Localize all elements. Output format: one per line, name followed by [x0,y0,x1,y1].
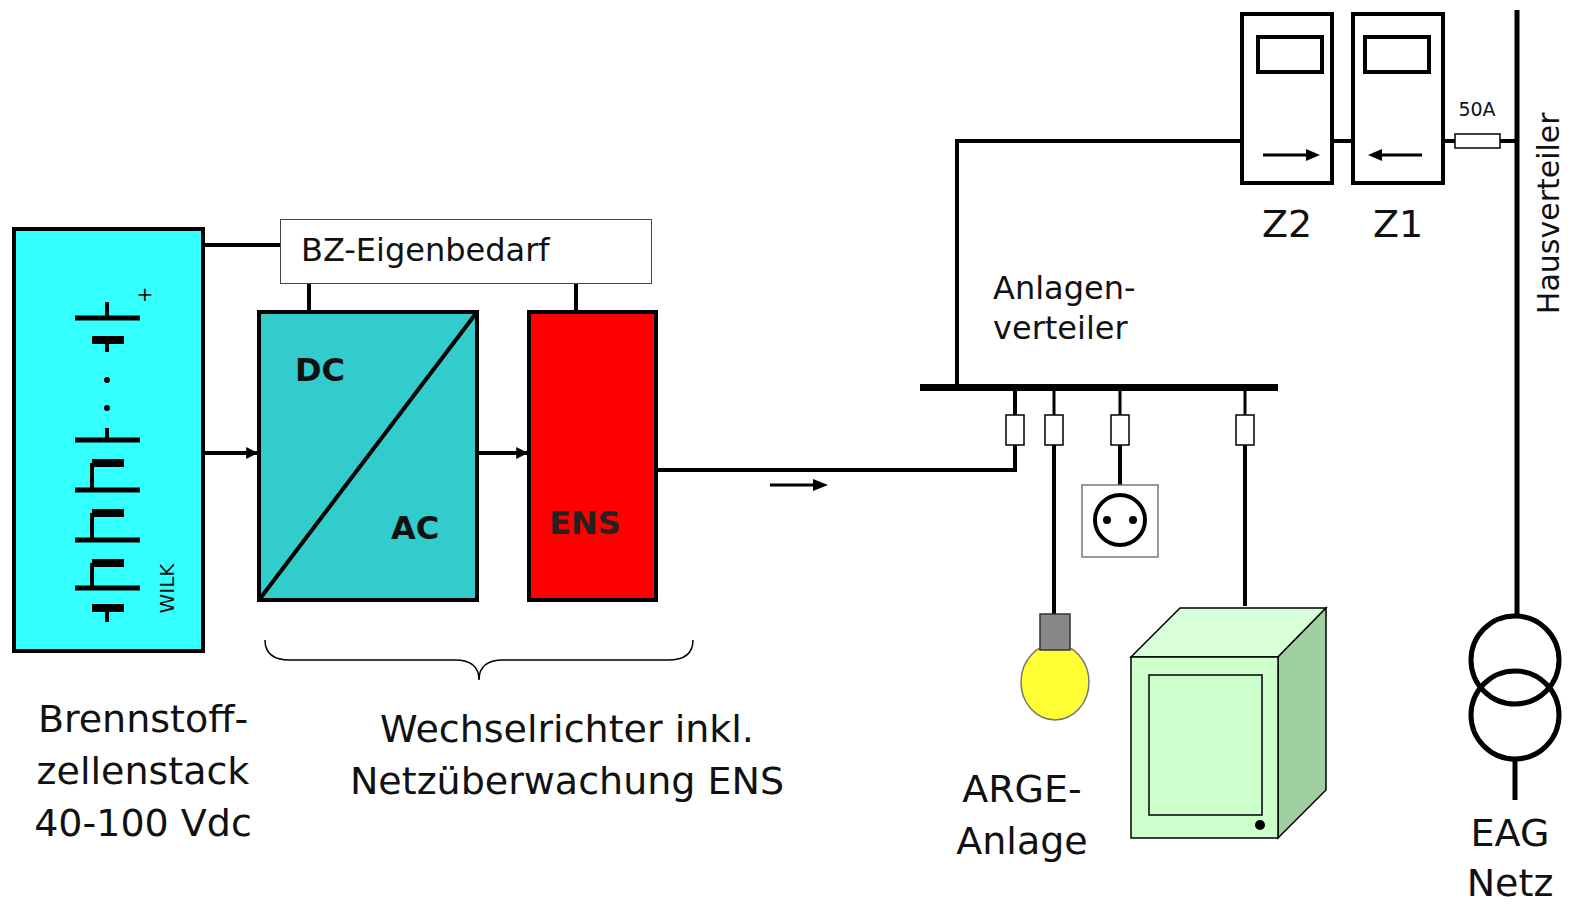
connector [205,451,257,455]
bulb-cap [1040,614,1070,650]
busbar-label: Hausverteiler [1532,112,1567,314]
computer-side [1278,608,1326,838]
socket-symbol [1082,485,1158,557]
transformer-symbol [1471,671,1559,759]
fuel-cell-stack: WILKBrennstoff- zellenstack 40-100 Vdc [12,227,205,653]
socket-symbol [1095,495,1145,545]
group-label: Wechselrichter inkl. Netzüberwachung ENS [307,703,827,807]
meter-display [1258,37,1322,72]
fuse-symbol [1045,415,1063,445]
node-title: AC [391,510,439,547]
busbar [920,384,1278,391]
auxiliary-box: BZ-Eigenbedarf [280,219,652,284]
connector [1334,139,1351,143]
connector [574,284,578,310]
inverter-box: DC AC [257,310,479,602]
grid-label: EAG Netz [1449,808,1571,908]
fuse-symbol [1006,415,1024,445]
socket-pin [1129,516,1137,524]
wire [957,141,1240,387]
computer-screen [1149,675,1262,815]
meter-arrow [1368,149,1382,161]
meter-arrow [1380,154,1422,157]
wire [1244,390,1247,415]
bulb-symbol [1021,644,1089,720]
device-label: ARGE- Anlage [927,763,1117,867]
node-title: BZ-Eigenbedarf [301,232,550,269]
connector [307,284,311,310]
brand-text: WILK [157,563,180,613]
meter-box: Z2 [1240,12,1334,185]
connector [205,243,280,247]
wire [1053,390,1056,415]
meter-label: Z1 [1373,203,1423,247]
battery-symbol [75,302,140,622]
fuse-symbol [1455,134,1500,148]
polarity-mark: + [137,283,154,306]
wire [658,445,1015,470]
wire [1052,445,1056,616]
converter-diagonal [259,312,477,600]
connector [479,451,527,455]
socket-pin [1103,516,1111,524]
distribution-label: Anlagen- verteiler [993,268,1203,348]
transformer-symbol [1471,616,1559,704]
meter-arrow [1263,154,1308,157]
wire [1513,759,1518,800]
node-title: DC [295,352,345,389]
house-busbar [1515,10,1520,616]
meter-display [1365,37,1429,72]
flow-arrow-head [813,479,828,491]
brace [265,640,693,680]
fuse-symbol [1236,415,1254,445]
node-title: ENS [549,505,621,542]
node-title: Brennstoff- zellenstack 40-100 Vdc [12,693,274,849]
wire [1119,390,1122,415]
computer-led [1255,820,1265,830]
wire [1013,390,1017,415]
ens-box: ENS [527,310,658,602]
wire [1243,445,1247,606]
meter-label: Z2 [1262,203,1312,247]
meter-arrow [1306,149,1320,161]
fuse-symbol [1111,415,1129,445]
meter-box: Z1 [1351,12,1445,185]
fuse-rating: 50A [1458,99,1495,121]
computer-front [1131,657,1278,838]
flow-arrow [770,484,815,487]
